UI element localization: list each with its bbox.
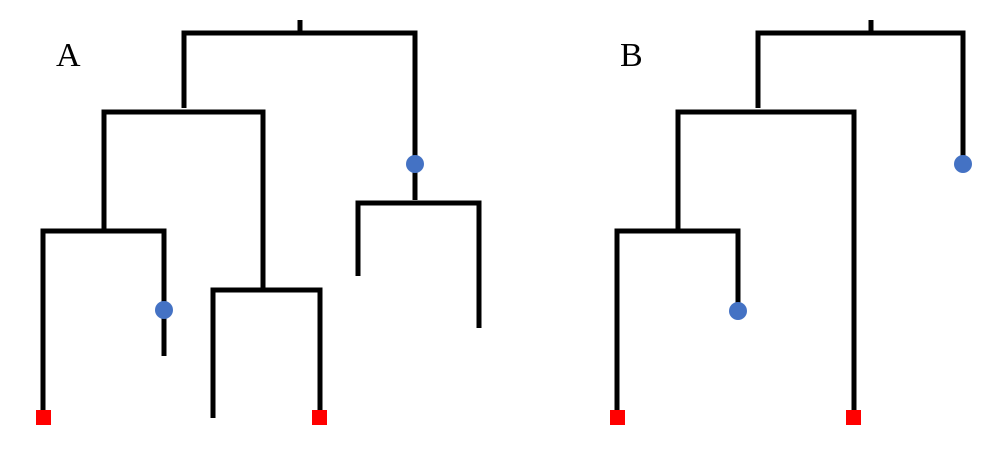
panel-a-left-clade-split [101, 109, 266, 290]
panel-b-red-square-marker-1 [610, 410, 625, 425]
panel-b-red-square-marker-2 [846, 410, 861, 425]
panel-a-blue-circle-marker-2 [155, 301, 173, 319]
panel-b-blue-circle-marker-1 [954, 155, 972, 173]
panel-a-left-left-split [40, 228, 167, 416]
panel-a-top-split [181, 30, 418, 200]
panel-b-left-left-split [614, 228, 741, 414]
panel-a-right-clade-split [355, 200, 482, 328]
panel-b: B [610, 20, 972, 425]
panel-a: A [36, 20, 482, 425]
panel-b-top-split [755, 30, 966, 160]
panel-a-red-square-marker-1 [36, 410, 51, 425]
panel-a-red-square-marker-2 [312, 410, 327, 425]
panel-a-left-right-split [210, 287, 323, 418]
panel-a-blue-circle-marker-1 [406, 155, 424, 173]
panel-b-blue-circle-marker-2 [729, 302, 747, 320]
panel-b-left-clade-split [675, 109, 857, 414]
panel-a-label: A [56, 37, 81, 74]
panel-b-label: B [620, 37, 643, 74]
